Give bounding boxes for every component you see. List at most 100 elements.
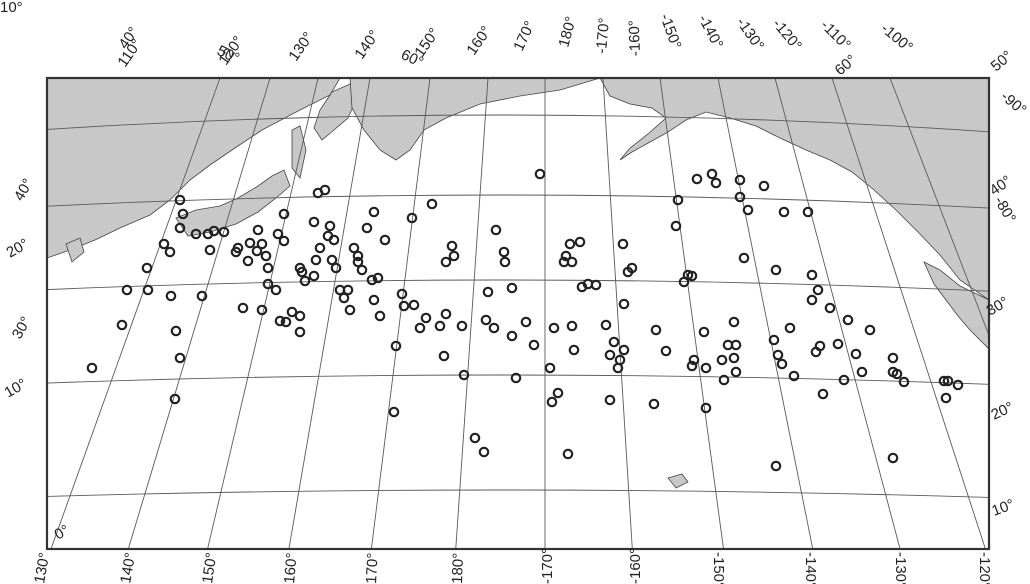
- station-marker: [440, 256, 452, 268]
- lon-label-top-170: 170°: [510, 18, 539, 53]
- station-marker: [670, 220, 682, 232]
- station-marker: [691, 173, 703, 185]
- station-markers: [86, 168, 964, 472]
- station-marker: [552, 387, 564, 399]
- station-marker: [850, 348, 862, 360]
- station-marker: [438, 350, 450, 362]
- lon-label-top-m120: -120°: [769, 16, 805, 55]
- station-marker: [262, 278, 274, 290]
- station-marker: [278, 235, 290, 247]
- station-marker: [294, 326, 306, 338]
- lon-label-bottom-140: 140°: [117, 551, 139, 584]
- station-marker: [270, 284, 282, 296]
- station-marker: [672, 194, 684, 206]
- station-marker: [260, 250, 272, 262]
- station-marker: [716, 354, 728, 366]
- station-marker: [278, 208, 290, 220]
- station-marker: [718, 374, 730, 386]
- lon-label-bottom-m130: -130°: [892, 552, 909, 584]
- station-marker: [348, 242, 360, 254]
- station-marker: [832, 338, 844, 350]
- station-marker: [208, 225, 220, 237]
- station-marker: [141, 262, 153, 274]
- station-marker: [772, 349, 784, 361]
- station-marker: [356, 264, 368, 276]
- station-marker: [121, 284, 133, 296]
- station-marker: [434, 320, 446, 332]
- station-marker: [942, 375, 954, 387]
- station-marker: [856, 366, 868, 378]
- station-marker: [734, 174, 746, 186]
- station-marker: [294, 310, 306, 322]
- station-marker: [618, 344, 630, 356]
- lon-label-bottom-150: 150°: [199, 551, 220, 584]
- station-marker: [700, 402, 712, 414]
- station-marker: [204, 244, 216, 256]
- station-marker: [319, 184, 331, 196]
- station-marker: [390, 340, 402, 352]
- station-marker: [952, 379, 964, 391]
- lon-label-bottom-m120: -120°: [976, 552, 993, 584]
- station-marker: [448, 250, 460, 262]
- station-marker: [446, 240, 458, 252]
- station-marker: [617, 238, 629, 250]
- lon-label-top-m160: -160°: [626, 20, 644, 57]
- land-japan: [175, 169, 291, 237]
- lon-label-top-m150: -150°: [656, 12, 684, 52]
- lon-label-bottom-m170: -170°: [539, 548, 556, 584]
- lon-label-top-m130: -130°: [733, 15, 768, 54]
- station-marker: [564, 238, 576, 250]
- station-marker: [938, 375, 950, 387]
- station-marker: [758, 180, 770, 192]
- station-marker: [490, 224, 502, 236]
- station-marker: [770, 460, 782, 472]
- station-marker: [688, 354, 700, 366]
- station-marker: [650, 324, 662, 336]
- station-marker: [784, 322, 796, 334]
- station-marker: [499, 256, 511, 268]
- map-frame: [45, 76, 991, 551]
- station-marker: [379, 234, 391, 246]
- lat-label-right-50: 50°: [988, 47, 1016, 75]
- station-marker: [174, 222, 186, 234]
- station-marker: [510, 372, 522, 384]
- lat-label-left-10: 10°: [2, 375, 30, 401]
- lat-label-left-20: 20°: [4, 235, 32, 261]
- station-marker: [544, 362, 556, 374]
- station-marker: [396, 288, 408, 300]
- station-marker: [326, 254, 338, 266]
- station-marker: [891, 368, 903, 380]
- lat-label-right-10: 10°: [990, 496, 1017, 520]
- station-marker: [770, 264, 782, 276]
- station-marker: [174, 352, 186, 364]
- station-marker: [520, 316, 532, 328]
- station-marker: [170, 325, 182, 337]
- lat-label-left-40: 40°: [11, 176, 37, 204]
- land-north-america-coast: [923, 261, 989, 350]
- station-marker: [802, 206, 814, 218]
- station-marker: [372, 272, 384, 284]
- land-sakhalin: [291, 125, 307, 179]
- station-marker: [190, 228, 202, 240]
- station-marker: [608, 336, 620, 348]
- station-marker: [196, 290, 208, 302]
- station-marker: [218, 226, 230, 238]
- station-marker: [706, 168, 718, 180]
- station-marker: [817, 388, 829, 400]
- station-marker: [237, 302, 249, 314]
- station-marker: [174, 194, 186, 206]
- lon-label-bottom-160: 160°: [281, 552, 301, 584]
- station-marker: [898, 376, 910, 388]
- station-marker: [698, 326, 710, 338]
- station-marker: [299, 275, 311, 287]
- station-marker: [728, 352, 740, 364]
- station-marker: [600, 319, 612, 331]
- station-marker: [256, 304, 268, 316]
- station-marker: [272, 228, 284, 240]
- station-marker: [562, 448, 574, 460]
- station-marker: [742, 204, 754, 216]
- station-marker: [242, 255, 254, 267]
- lon-label-bottom-m140: -140°: [802, 552, 819, 584]
- station-marker: [352, 256, 364, 268]
- station-marker: [308, 270, 320, 282]
